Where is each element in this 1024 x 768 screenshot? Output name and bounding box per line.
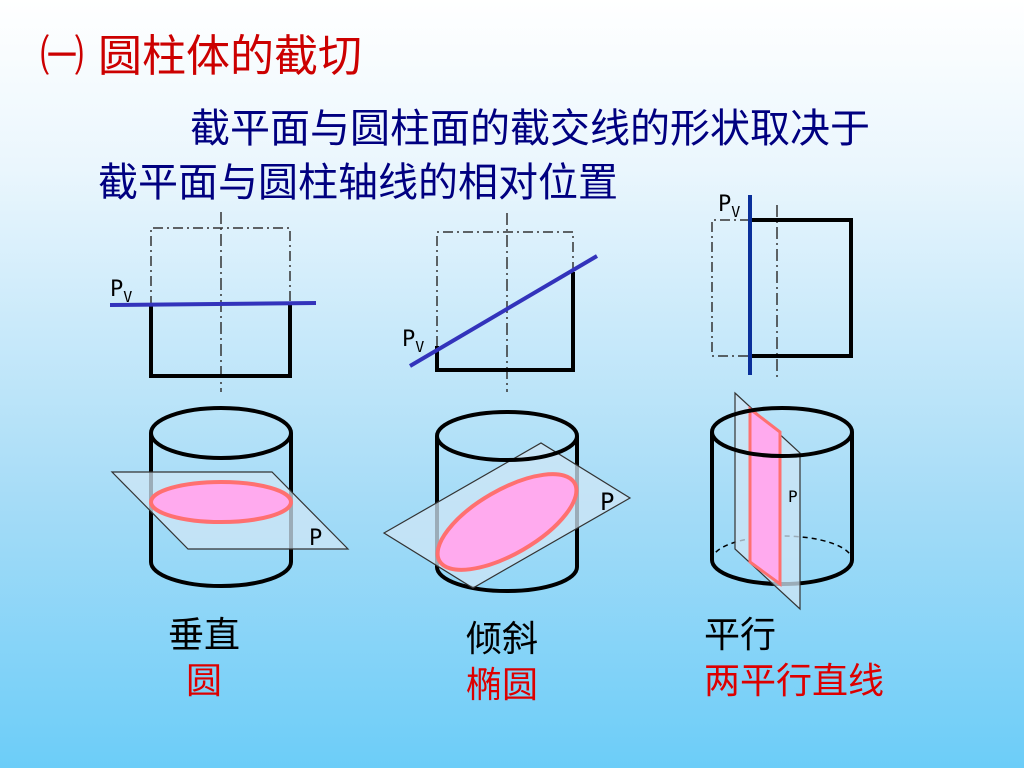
caption-parallel: 平行 (704, 615, 777, 656)
cutting-plane-trace (109, 301, 317, 307)
intro-line-1: 截平面与圆柱面的截交线的形状取决于 (190, 106, 870, 152)
hidden-bottom-arc (711, 535, 853, 561)
section-ellipse (149, 480, 293, 524)
caption-inclined: 倾斜 (466, 619, 539, 660)
slide-title: ㈠圆柱体的截切 (40, 20, 362, 84)
caption-perpendicular: 垂直 (168, 615, 241, 656)
result-parallel: 两平行直线 (704, 661, 885, 702)
cylinder-top (435, 410, 579, 462)
cylinder-body (149, 433, 293, 588)
projection-perpendicular: PV (109, 212, 317, 392)
cylinder-top (710, 406, 854, 458)
pv-label: PV (110, 277, 132, 306)
cylinder-parallel: P (710, 391, 854, 611)
section-rectangle (748, 405, 782, 587)
remaining-outline (149, 304, 292, 378)
intro-line-2: 截平面与圆柱轴线的相对位置 (98, 160, 618, 206)
cutting-plane-trace (408, 254, 599, 368)
title-text: 圆柱体的截切 (98, 31, 362, 82)
projection-parallel: PV (711, 192, 853, 378)
cylinder-top (149, 406, 293, 460)
remaining-outline (750, 218, 853, 358)
pv-label: PV (402, 327, 424, 356)
section-ellipse (435, 472, 579, 572)
pv-label: PV (718, 192, 740, 221)
p-label: P (600, 488, 614, 516)
result-perpendicular: 圆 (186, 661, 223, 702)
removed-outline (436, 231, 574, 366)
removed-outline (711, 219, 750, 357)
projection-inclined: PV (402, 213, 599, 392)
cylinder-body (435, 436, 579, 593)
cylinder-inclined: P (382, 410, 632, 593)
cylinder-perpendicular: P (110, 406, 350, 588)
title-number: ㈠ (40, 31, 84, 82)
result-inclined: 椭圆 (466, 665, 539, 706)
p-label: P (788, 487, 798, 506)
remaining-outline (435, 272, 575, 372)
p-label: P (309, 526, 322, 551)
